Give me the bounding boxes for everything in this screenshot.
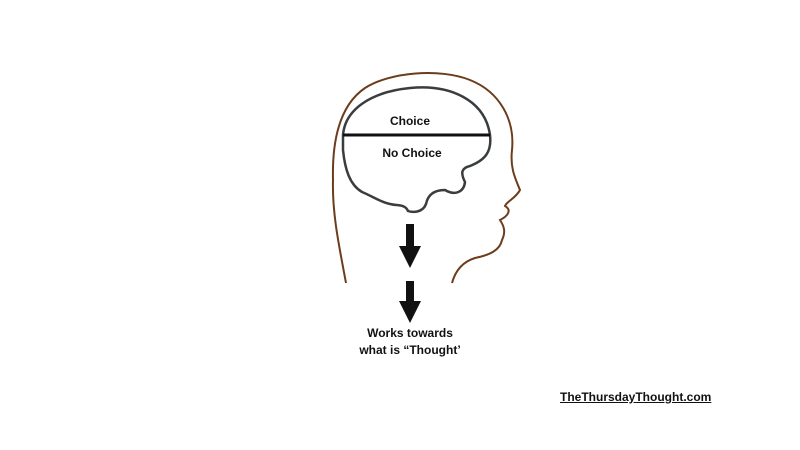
- no-choice-label: No Choice: [382, 146, 442, 160]
- site-link[interactable]: TheThursdayThought.com: [560, 390, 712, 404]
- brain-outline: [341, 86, 492, 214]
- arrow-down-icon: [399, 281, 421, 323]
- result-text: Works towards what is “Thought’: [340, 325, 480, 359]
- arrow-down-icon: [399, 224, 421, 268]
- result-line-2: what is “Thought’: [359, 343, 461, 357]
- head-outline: [331, 72, 522, 284]
- choice-label: Choice: [389, 114, 430, 128]
- result-line-1: Works towards: [367, 326, 453, 340]
